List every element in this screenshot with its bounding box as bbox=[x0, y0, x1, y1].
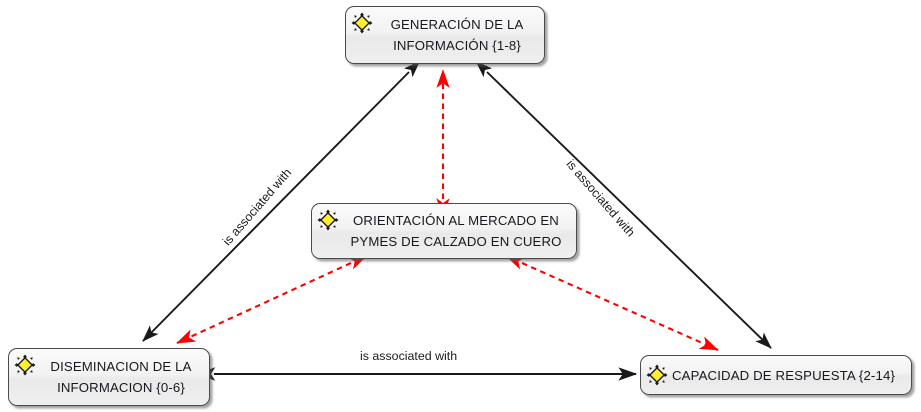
yellow-diamond-icon bbox=[317, 209, 339, 231]
node-capacidad-de-respuesta[interactable]: CAPACIDAD DE RESPUESTA {2-14} bbox=[640, 355, 912, 395]
node-label: DISEMINACION DE LA INFORMACION {0-6} bbox=[50, 359, 192, 395]
node-label: CAPACIDAD DE RESPUESTA {2-14} bbox=[672, 367, 895, 383]
node-orientacion-al-mercado[interactable]: ORIENTACIÓN AL MERCADO EN PYMES DE CALZA… bbox=[311, 203, 577, 259]
edge-label-bottom-horizontal: is associated with bbox=[360, 349, 458, 363]
node-generacion-de-la-informacion[interactable]: GENERACIÓN DE LA INFORMACIÓN {1-8} bbox=[345, 6, 545, 64]
node-diseminacion-de-la-informacion[interactable]: DISEMINACION DE LA INFORMACION {0-6} bbox=[8, 348, 210, 406]
yellow-diamond-icon bbox=[351, 12, 373, 34]
node-label: GENERACIÓN DE LA INFORMACIÓN {1-8} bbox=[390, 17, 524, 53]
edge-orientacion-diseminacion[interactable] bbox=[176, 255, 368, 344]
yellow-diamond-icon bbox=[14, 354, 36, 376]
node-label: ORIENTACIÓN AL MERCADO EN PYMES DE CALZA… bbox=[350, 213, 562, 249]
edge-orientacion-capacidad[interactable] bbox=[505, 255, 719, 351]
yellow-diamond-icon bbox=[646, 364, 668, 386]
edge-generacion-capacidad[interactable] bbox=[475, 60, 772, 349]
